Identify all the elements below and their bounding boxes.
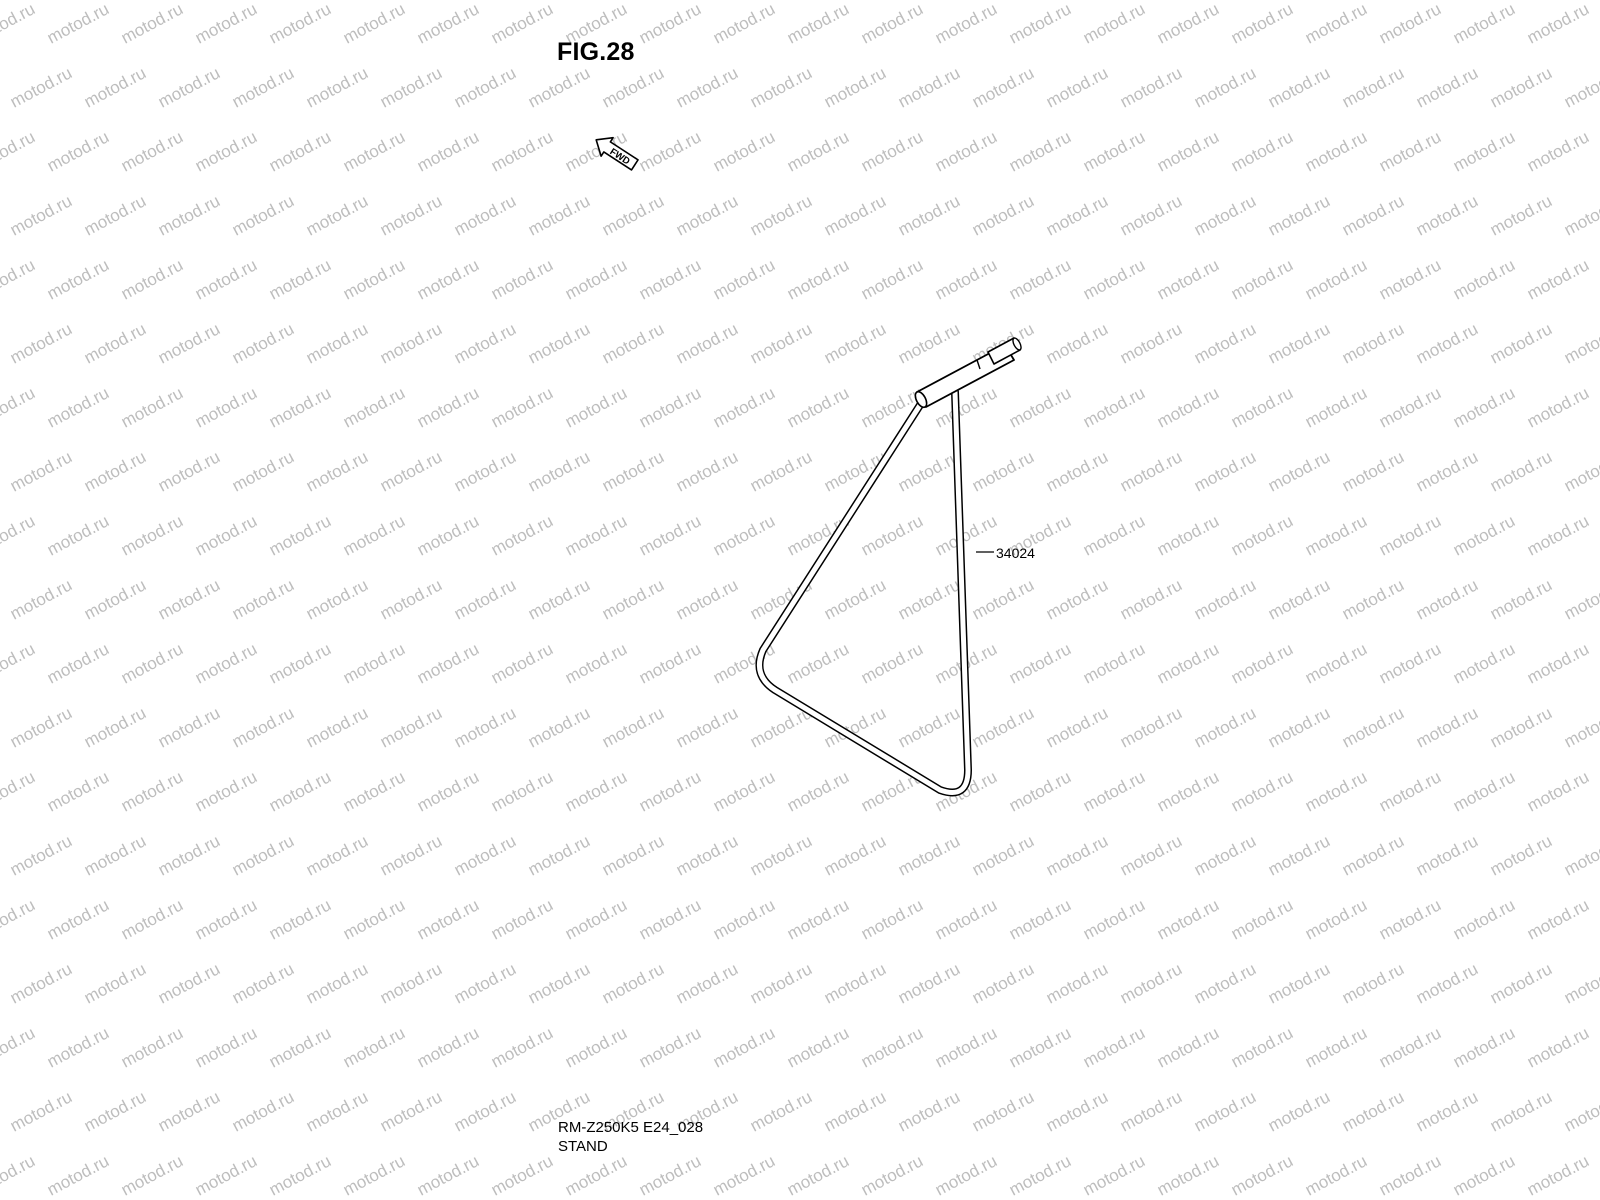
fwd-arrow-icon: FWD [595,136,639,171]
stand-axle [914,337,1022,409]
footer-model-code: RM-Z250K5 E24_028 [558,1119,704,1136]
stand-tube-inner [757,389,971,795]
footer: RM-Z250K5 E24_028 STAND [558,1118,703,1156]
stand-part-34024 [755,337,1022,797]
part-number-34024: 34024 [996,545,1035,561]
figure-title: FIG.28 [557,38,635,66]
footer-section-name: STAND [558,1138,608,1155]
stand-tube-outer [755,388,972,797]
